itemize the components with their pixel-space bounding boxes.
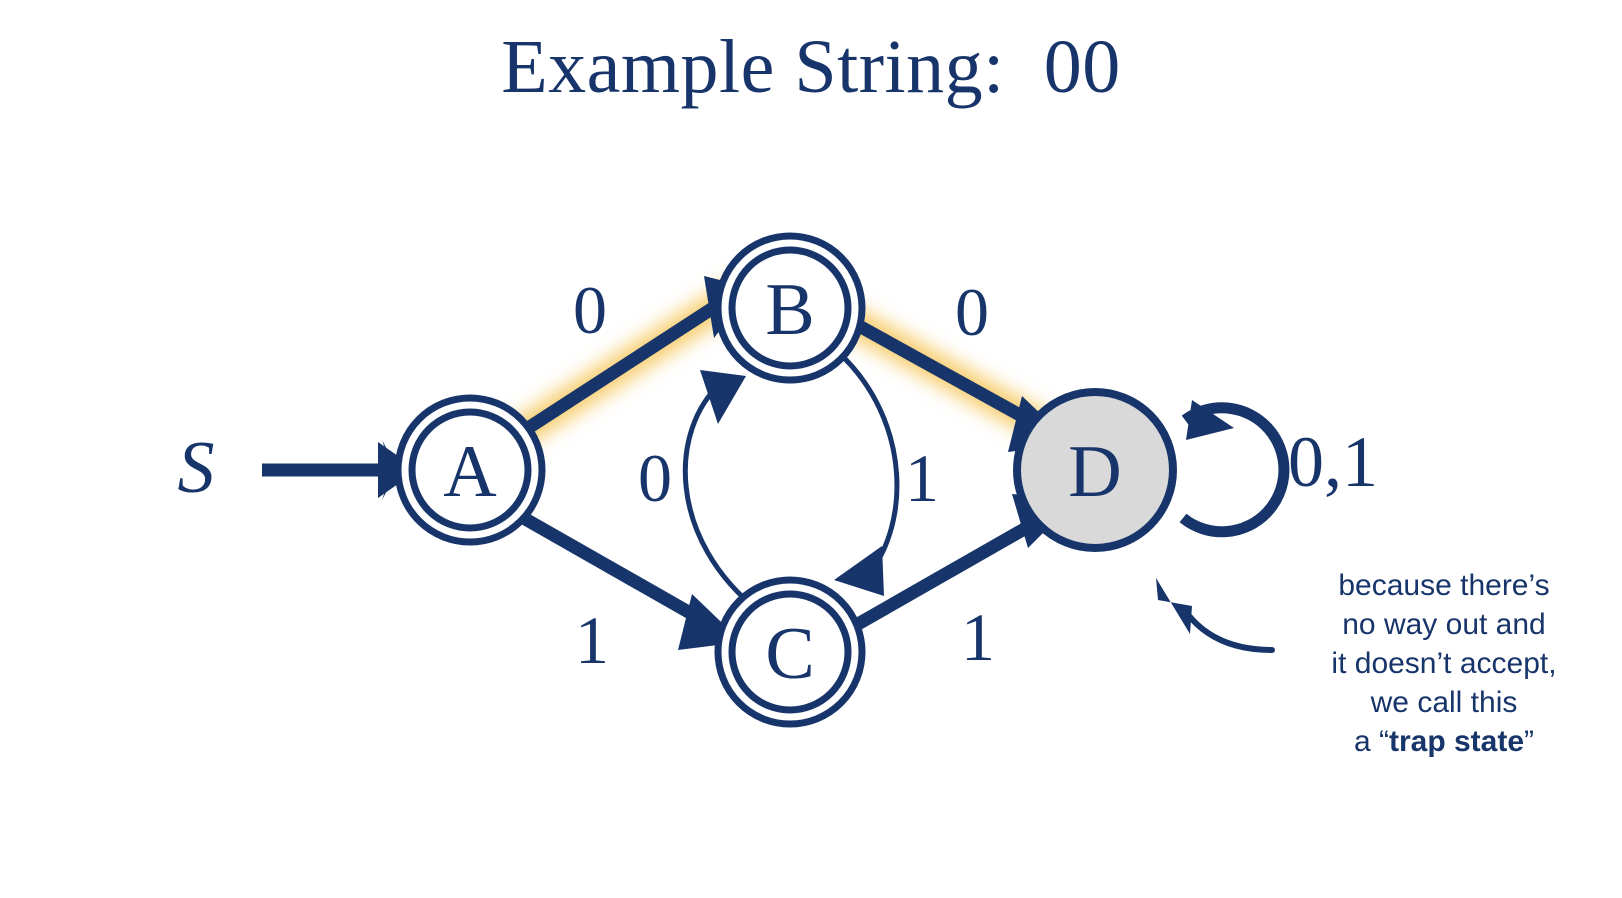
trap-state-annotation: because there’s no way out and it doesn’… [1294,566,1594,761]
edge-b-d-shaft [848,316,1040,430]
state-d-label: D [1068,431,1121,513]
edge-c-b-arrowhead [700,370,746,424]
annotation-line-3: it doesn’t accept, [1331,647,1557,680]
state-a-label: A [443,431,496,513]
edge-b-c-arrowhead [834,546,884,596]
edge-a-b-shaft [518,300,720,438]
callout-arrow-head [1156,578,1192,634]
transition-a-to-c [516,510,742,650]
edge-a-c-shaft [516,510,710,628]
edge-c-b-curve [682,380,762,614]
edge-label-c-b: 0 [638,440,672,516]
annotation-line-4: we call this [1370,686,1518,719]
state-d-circle [1013,388,1177,552]
edge-label-a-c: 1 [575,602,609,678]
annotation-line-2: no way out and [1342,608,1546,641]
edge-d-loop-arrowhead [1186,400,1234,440]
state-b-inner-ring [728,246,852,370]
callout-arrow-curve [1183,609,1275,653]
transition-d-self-loop [1179,400,1290,538]
annotation-line-1: because there’s [1338,569,1550,602]
edge-c-d-shaft [854,514,1044,630]
annotation-line-5: a “trap state” [1294,722,1594,761]
state-node-c[interactable]: C [714,576,866,728]
edge-d-loop-curve [1179,402,1290,538]
annotation-final-suffix: ” [1524,725,1535,758]
transition-c-to-b [682,370,762,614]
state-node-a[interactable]: A [394,394,546,546]
annotation-trap-state-term: trap state [1388,725,1525,758]
transition-b-to-c [834,350,900,596]
state-a-inner-ring [408,408,532,532]
edge-label-a-b: 0 [573,272,607,348]
edge-label-c-d: 1 [961,599,995,675]
callout-arrow-to-trap-state [1156,578,1275,653]
state-c-inner-ring [728,590,852,714]
start-state-label: S [178,427,215,509]
state-node-b[interactable]: B [714,232,866,384]
edge-label-b-c: 1 [905,440,939,516]
edge-label-b-d: 0 [955,274,989,350]
edge-label-d-loop: 0,1 [1288,422,1378,502]
state-c-label: C [765,613,814,695]
edge-b-c-curve [836,350,900,584]
page-title: Example String: 00 [501,25,1121,109]
state-b-label: B [765,269,814,351]
annotation-final-prefix: a “ [1353,725,1389,758]
state-node-d[interactable]: D [1013,388,1177,552]
